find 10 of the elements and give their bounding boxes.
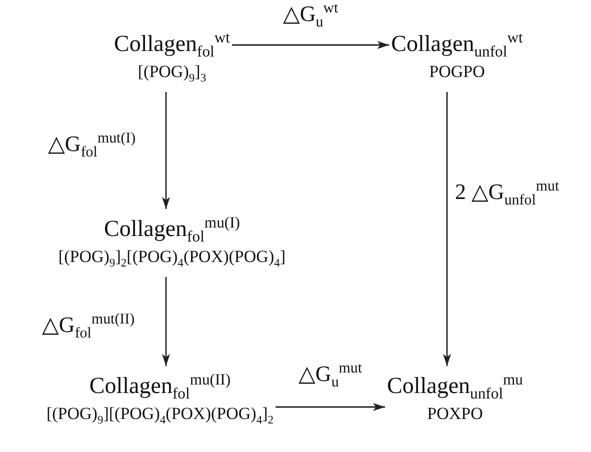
arrow bbox=[232, 41, 390, 49]
sequence-formula: POXPO bbox=[427, 403, 483, 425]
sequence-formula: [(POG)$_{9}$]$_{3}$ bbox=[138, 61, 206, 84]
arrow bbox=[276, 403, 385, 411]
arrow bbox=[162, 92, 170, 209]
arrow bbox=[443, 92, 451, 366]
sequence-formula: [(POG)$_{9}$]$_{2}$[(POG)$_{4}$(POX)(POG)$_{4}$] bbox=[58, 246, 286, 269]
sequence-formula: [(POG)$_{9}$][(POG)$_{4}$(POX)(POG)$_{4}$]$_{2}$ bbox=[46, 403, 274, 426]
arrow bbox=[162, 277, 170, 366]
sequence-formula: POGPO bbox=[429, 61, 485, 83]
